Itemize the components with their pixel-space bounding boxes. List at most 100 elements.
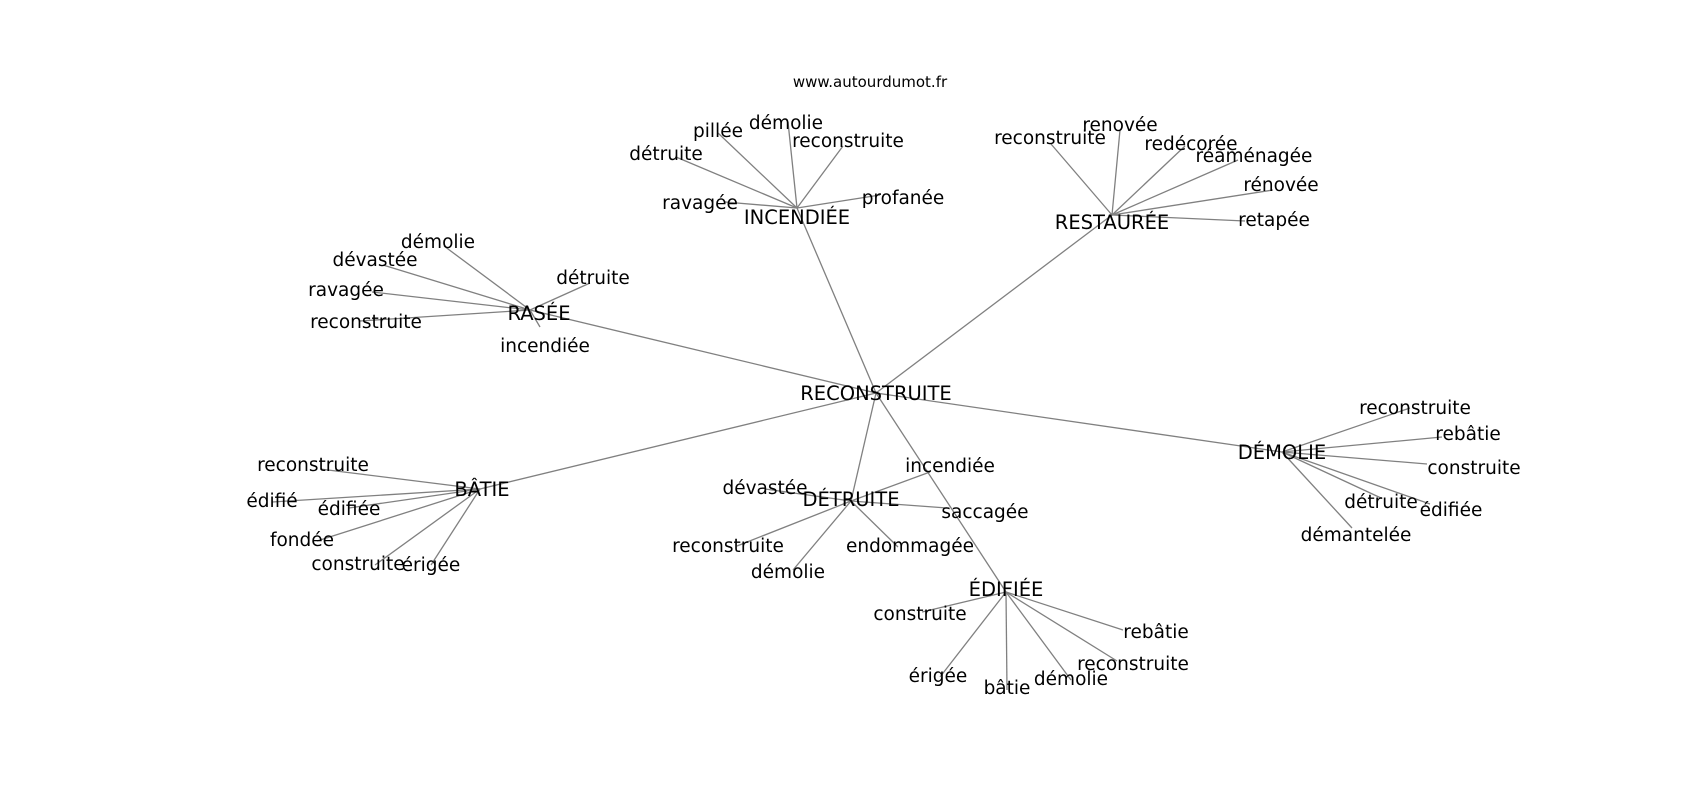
edge-h0-leaf-0 xyxy=(717,132,798,209)
leaf-node-h4-4: construite xyxy=(311,554,404,575)
leaf-node-h5-5: démolie xyxy=(751,562,825,583)
edge-center-h3 xyxy=(875,392,1283,453)
edge-h1-leaf-1 xyxy=(1111,129,1121,216)
hub-node-h5: DÉTRUITE xyxy=(802,488,899,511)
leaf-node-h4-2: édifiée xyxy=(318,499,381,520)
edge-center-h4 xyxy=(479,392,877,490)
edge-h0-leaf-3 xyxy=(675,156,798,209)
leaf-node-h5-4: endommagée xyxy=(846,536,974,557)
edge-h1-leaf-3 xyxy=(1111,159,1239,216)
edge-h4-leaf-1 xyxy=(271,488,481,503)
edge-center-h6 xyxy=(875,392,1007,593)
leaf-node-h2-2: détruite xyxy=(556,268,630,289)
leaf-node-h1-4: rénovée xyxy=(1243,175,1318,196)
edge-h0-leaf-1 xyxy=(787,121,798,209)
leaf-node-h0-1: démolie xyxy=(749,113,823,134)
edge-h3-leaf-1 xyxy=(1281,436,1443,453)
leaf-node-h1-2: redécorée xyxy=(1144,134,1237,155)
leaf-node-h3-5: démantelée xyxy=(1301,525,1412,546)
leaf-node-h3-4: édifiée xyxy=(1420,500,1483,521)
edge-h5-leaf-5 xyxy=(792,500,852,571)
edge-h5-leaf-2 xyxy=(850,500,948,509)
leaf-node-h5-3: reconstruite xyxy=(672,536,784,557)
edge-h0-leaf-5 xyxy=(796,194,881,209)
leaf-node-h2-4: reconstruite xyxy=(310,312,422,333)
leaf-node-h6-1: rebâtie xyxy=(1123,622,1188,643)
hub-node-h0: INCENDIÉE xyxy=(744,206,850,229)
edge-center-h1 xyxy=(875,214,1113,394)
edge-h4-leaf-2 xyxy=(348,488,481,509)
edge-h4-leaf-4 xyxy=(374,488,481,566)
edge-h6-leaf-1 xyxy=(1005,591,1124,631)
leaf-node-h0-4: ravagée xyxy=(662,193,738,214)
edge-h2-leaf-2 xyxy=(529,282,591,311)
leaf-node-h4-5: érigée xyxy=(402,555,461,576)
leaf-node-h6-3: érigée xyxy=(909,666,968,687)
leaf-node-h3-1: rebâtie xyxy=(1435,424,1500,445)
leaf-node-h5-2: saccagée xyxy=(941,502,1028,523)
leaf-node-h3-0: reconstruite xyxy=(1359,398,1471,419)
edge-h5-leaf-3 xyxy=(736,500,852,547)
leaf-node-h0-5: profanée xyxy=(862,188,945,209)
edge-h3-leaf-2 xyxy=(1281,451,1428,465)
edge-h4-leaf-5 xyxy=(430,488,481,566)
leaf-node-h1-3: réaménagée xyxy=(1196,146,1313,167)
site-watermark: www.autourdumot.fr xyxy=(793,73,948,91)
leaf-node-h3-3: détruite xyxy=(1344,492,1418,513)
edge-h6-leaf-5 xyxy=(1005,591,1008,691)
edge-h2-leaf-1 xyxy=(382,264,531,311)
center-node-label: RECONSTRUITE xyxy=(800,382,952,405)
leaf-node-h5-1: dévastée xyxy=(722,478,807,499)
leaf-node-h0-0: pillée xyxy=(693,121,743,142)
edge-center-h5 xyxy=(850,392,877,502)
edge-h4-leaf-0 xyxy=(319,468,481,490)
leaf-node-h4-3: fondée xyxy=(270,530,334,551)
leaf-node-h1-5: retapée xyxy=(1238,210,1310,231)
edge-h6-leaf-0 xyxy=(921,591,1007,613)
leaf-node-h4-0: reconstruite xyxy=(257,455,369,476)
graph-edges xyxy=(271,121,1443,691)
edge-h5-leaf-4 xyxy=(850,500,899,548)
leaf-node-h2-5: incendiée xyxy=(500,336,590,357)
edge-h4-leaf-3 xyxy=(316,488,481,542)
edge-h3-leaf-5 xyxy=(1281,451,1353,529)
edge-h3-leaf-0 xyxy=(1281,407,1411,453)
leaf-node-h5-0: incendiée xyxy=(905,456,995,477)
edge-h1-leaf-4 xyxy=(1111,189,1274,216)
edge-h0-leaf-2 xyxy=(796,145,844,209)
leaf-node-h1-0: reconstruite xyxy=(994,128,1106,149)
leaf-node-h4-1: édifié xyxy=(246,491,297,512)
hub-node-h4: BÂTIE xyxy=(454,478,509,501)
leaf-node-h0-2: reconstruite xyxy=(792,131,904,152)
leaf-node-h2-3: ravagée xyxy=(308,280,384,301)
leaf-node-h0-3: détruite xyxy=(629,144,703,165)
edge-h2-leaf-5 xyxy=(529,309,541,328)
edge-center-h2 xyxy=(529,309,877,394)
leaf-node-h2-1: dévastée xyxy=(332,250,417,271)
edge-h0-leaf-4 xyxy=(724,201,798,209)
hub-node-h3: DÉMOLIE xyxy=(1238,441,1326,464)
leaf-node-h6-2: reconstruite xyxy=(1077,654,1189,675)
hub-node-h6: ÉDIFIÉE xyxy=(969,578,1044,601)
leaf-node-h2-0: démolie xyxy=(401,232,475,253)
leaf-node-h6-0: construite xyxy=(873,604,966,625)
edge-h2-leaf-4 xyxy=(359,309,531,322)
leaf-node-h1-1: renovée xyxy=(1082,115,1157,136)
edge-h1-leaf-5 xyxy=(1111,214,1246,222)
leaf-node-h3-2: construite xyxy=(1427,458,1520,479)
hub-node-h2: RASÉE xyxy=(507,302,570,325)
edge-h1-leaf-2 xyxy=(1111,145,1186,216)
edge-h2-leaf-3 xyxy=(371,291,531,311)
graph-labels: www.autourdumot.fr RECONSTRUITE INCENDIÉE… xyxy=(246,73,1520,699)
edge-h5-leaf-0 xyxy=(850,471,931,502)
edge-h3-leaf-4 xyxy=(1281,451,1431,505)
edge-h5-leaf-1 xyxy=(764,488,852,502)
leaf-node-h6-4: démolie xyxy=(1034,669,1108,690)
leaf-node-h6-5: bâtie xyxy=(984,678,1031,699)
edge-h6-leaf-4 xyxy=(1005,591,1072,681)
edge-h6-leaf-2 xyxy=(1005,591,1118,662)
edge-h2-leaf-0 xyxy=(443,245,531,311)
hub-node-h1: RESTAURÉE xyxy=(1055,211,1169,234)
edge-center-h0 xyxy=(796,207,877,394)
